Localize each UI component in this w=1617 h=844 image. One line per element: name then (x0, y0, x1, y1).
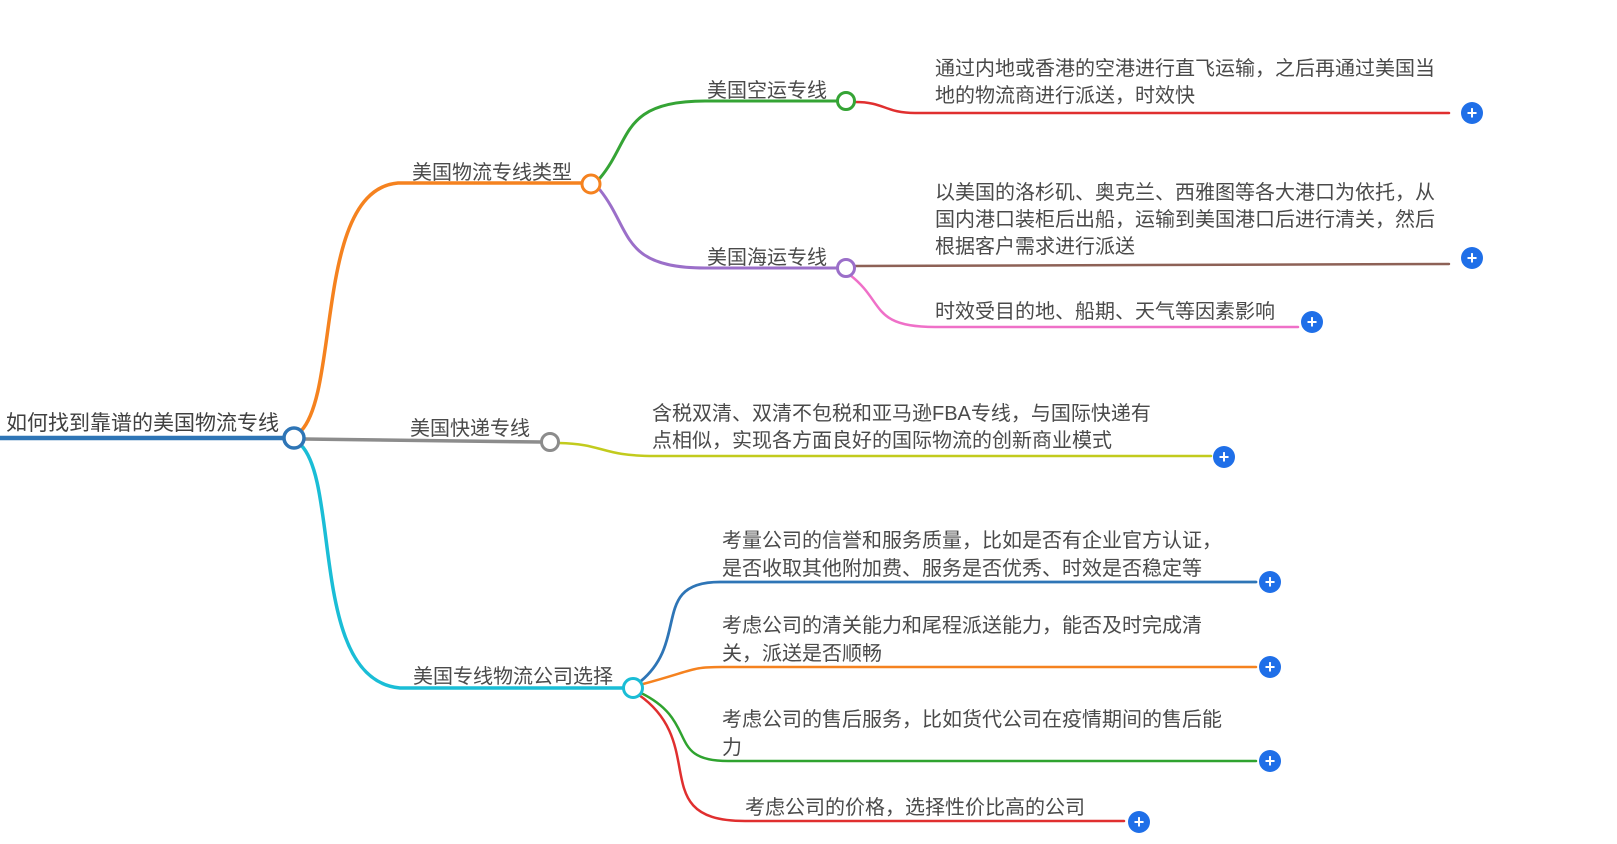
add-child-button-aftersales[interactable]: + (1259, 750, 1281, 772)
node-handle-air[interactable] (836, 91, 856, 111)
node-logistics-types[interactable]: 美国物流专线类型 (412, 162, 572, 184)
leaf-sea-line (853, 262, 1451, 268)
sub-air-curve (598, 99, 839, 180)
add-child-button-reputation[interactable]: + (1259, 571, 1281, 593)
add-child-button-air[interactable]: + (1461, 102, 1483, 124)
node-company-selection[interactable]: 美国专线物流公司选择 (413, 666, 613, 688)
node-handle-express[interactable] (540, 432, 560, 452)
leaf-sea-description[interactable]: 以美国的洛杉矶、奥克兰、西雅图等各大港口为依托，从国内港口装柜后出船，运输到美国… (935, 182, 1435, 258)
node-handle-types[interactable] (580, 173, 602, 195)
leaf-customs-line (641, 665, 1258, 686)
node-handle-company[interactable] (622, 677, 644, 699)
node-sea-line[interactable]: 美国海运专线 (707, 247, 827, 269)
node-handle-sea[interactable] (836, 258, 856, 278)
add-child-button-sea-time[interactable]: + (1301, 311, 1323, 333)
leaf-aftersales-line (639, 691, 1258, 763)
leaf-reputation-line (639, 580, 1258, 683)
leaf-express-description[interactable]: 含税双清、双清不包税和亚马逊FBA专线，与国际快递有点相似，实现各方面良好的国际… (652, 403, 1151, 452)
leaf-express-line (557, 441, 1213, 458)
leaf-reputation-description[interactable]: 考量公司的信誉和服务质量，比如是否有企业官方认证，是否收取其他附加费、服务是否优… (722, 530, 1222, 580)
add-child-button-price[interactable]: + (1128, 811, 1150, 833)
branch-types-curve (299, 181, 583, 433)
branch-express-line (302, 437, 543, 444)
leaf-air-description[interactable]: 通过内地或香港的空港进行直飞运输，之后再通过美国当地的物流商进行派送，时效快 (935, 58, 1435, 107)
node-handle-root[interactable] (282, 426, 306, 450)
leaf-customs-description[interactable]: 考虑公司的清关能力和尾程派送能力，能否及时完成清关，派送是否顺畅 (722, 615, 1202, 665)
node-air-line[interactable]: 美国空运专线 (707, 80, 827, 102)
leaf-sea-time-line (848, 273, 1300, 329)
branch-company-curve (299, 443, 625, 690)
add-child-button-sea[interactable]: + (1461, 247, 1483, 269)
node-root[interactable]: 如何找到靠谱的美国物流专线 (6, 412, 279, 435)
leaf-aftersales-description[interactable]: 考虑公司的售后服务，比如货代公司在疫情期间的售后能力 (722, 709, 1222, 759)
node-express-line[interactable]: 美国快递专线 (410, 418, 530, 440)
leaf-sea-time-description[interactable]: 时效受目的地、船期、天气等因素影响 (935, 301, 1275, 323)
add-child-button-customs[interactable]: + (1259, 656, 1281, 678)
add-child-button-express[interactable]: + (1213, 446, 1235, 468)
leaf-price-description[interactable]: 考虑公司的价格，选择性价比高的公司 (745, 797, 1085, 819)
leaf-price-line (637, 693, 1126, 823)
sub-sea-curve (598, 188, 839, 270)
leaf-air-line (853, 100, 1451, 115)
